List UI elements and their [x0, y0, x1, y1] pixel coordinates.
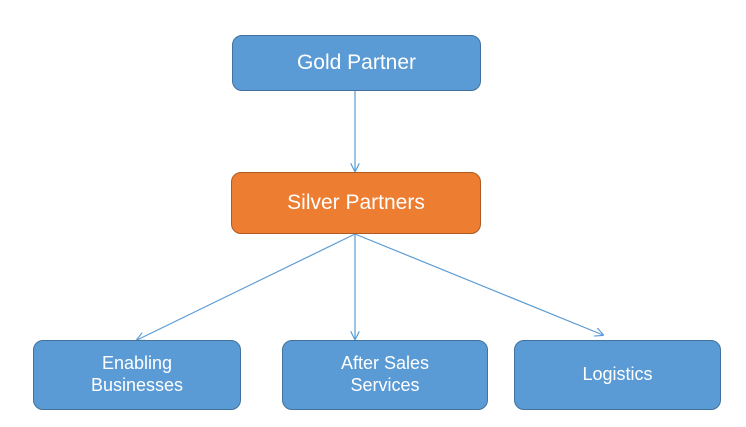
- edge-silver-to-enabling: [137, 233, 356, 340]
- node-label: Silver Partners: [287, 191, 425, 215]
- node-after-sales-services: After Sales Services: [282, 340, 488, 410]
- node-silver-partners: Silver Partners: [231, 172, 481, 234]
- node-label-line-2: Businesses: [90, 375, 184, 395]
- node-label-line-2: Services: [350, 375, 420, 395]
- node-enabling-businesses: Enabling Businesses: [33, 340, 241, 410]
- node-label: Logistics: [582, 364, 653, 385]
- node-label-line-1: After Sales: [340, 353, 430, 374]
- node-gold-partner: Gold Partner: [232, 35, 481, 91]
- node-label-line-1: Enabling: [101, 353, 173, 374]
- edge-silver-to-logistics: [354, 233, 603, 335]
- node-label: Gold Partner: [296, 51, 417, 75]
- node-logistics: Logistics: [514, 340, 721, 410]
